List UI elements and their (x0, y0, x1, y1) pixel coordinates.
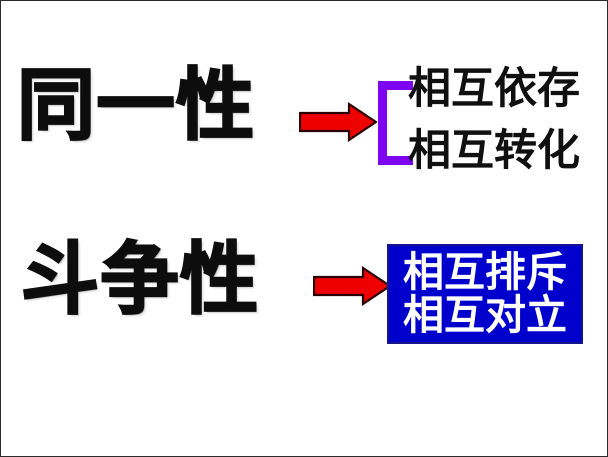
struggle-item-mutual-opposition: 相互对立 (403, 291, 567, 339)
struggle-item-mutual-exclusion: 相互排斥 (403, 248, 567, 297)
headline-struggle: 斗争性 (20, 235, 260, 325)
right-arrow-icon (313, 266, 391, 306)
arrow-shape (313, 266, 391, 306)
left-bracket-icon (378, 81, 413, 165)
arrow-shape (299, 102, 377, 142)
right-arrow-icon (299, 102, 377, 142)
identity-item-mutual-transformation: 相互转化 (408, 126, 580, 176)
headline-identity: 同一性 (16, 61, 256, 151)
struggle-callout-box: 相互排斥 相互对立 (387, 244, 583, 344)
identity-item-mutual-dependence: 相互依存 (408, 64, 580, 114)
